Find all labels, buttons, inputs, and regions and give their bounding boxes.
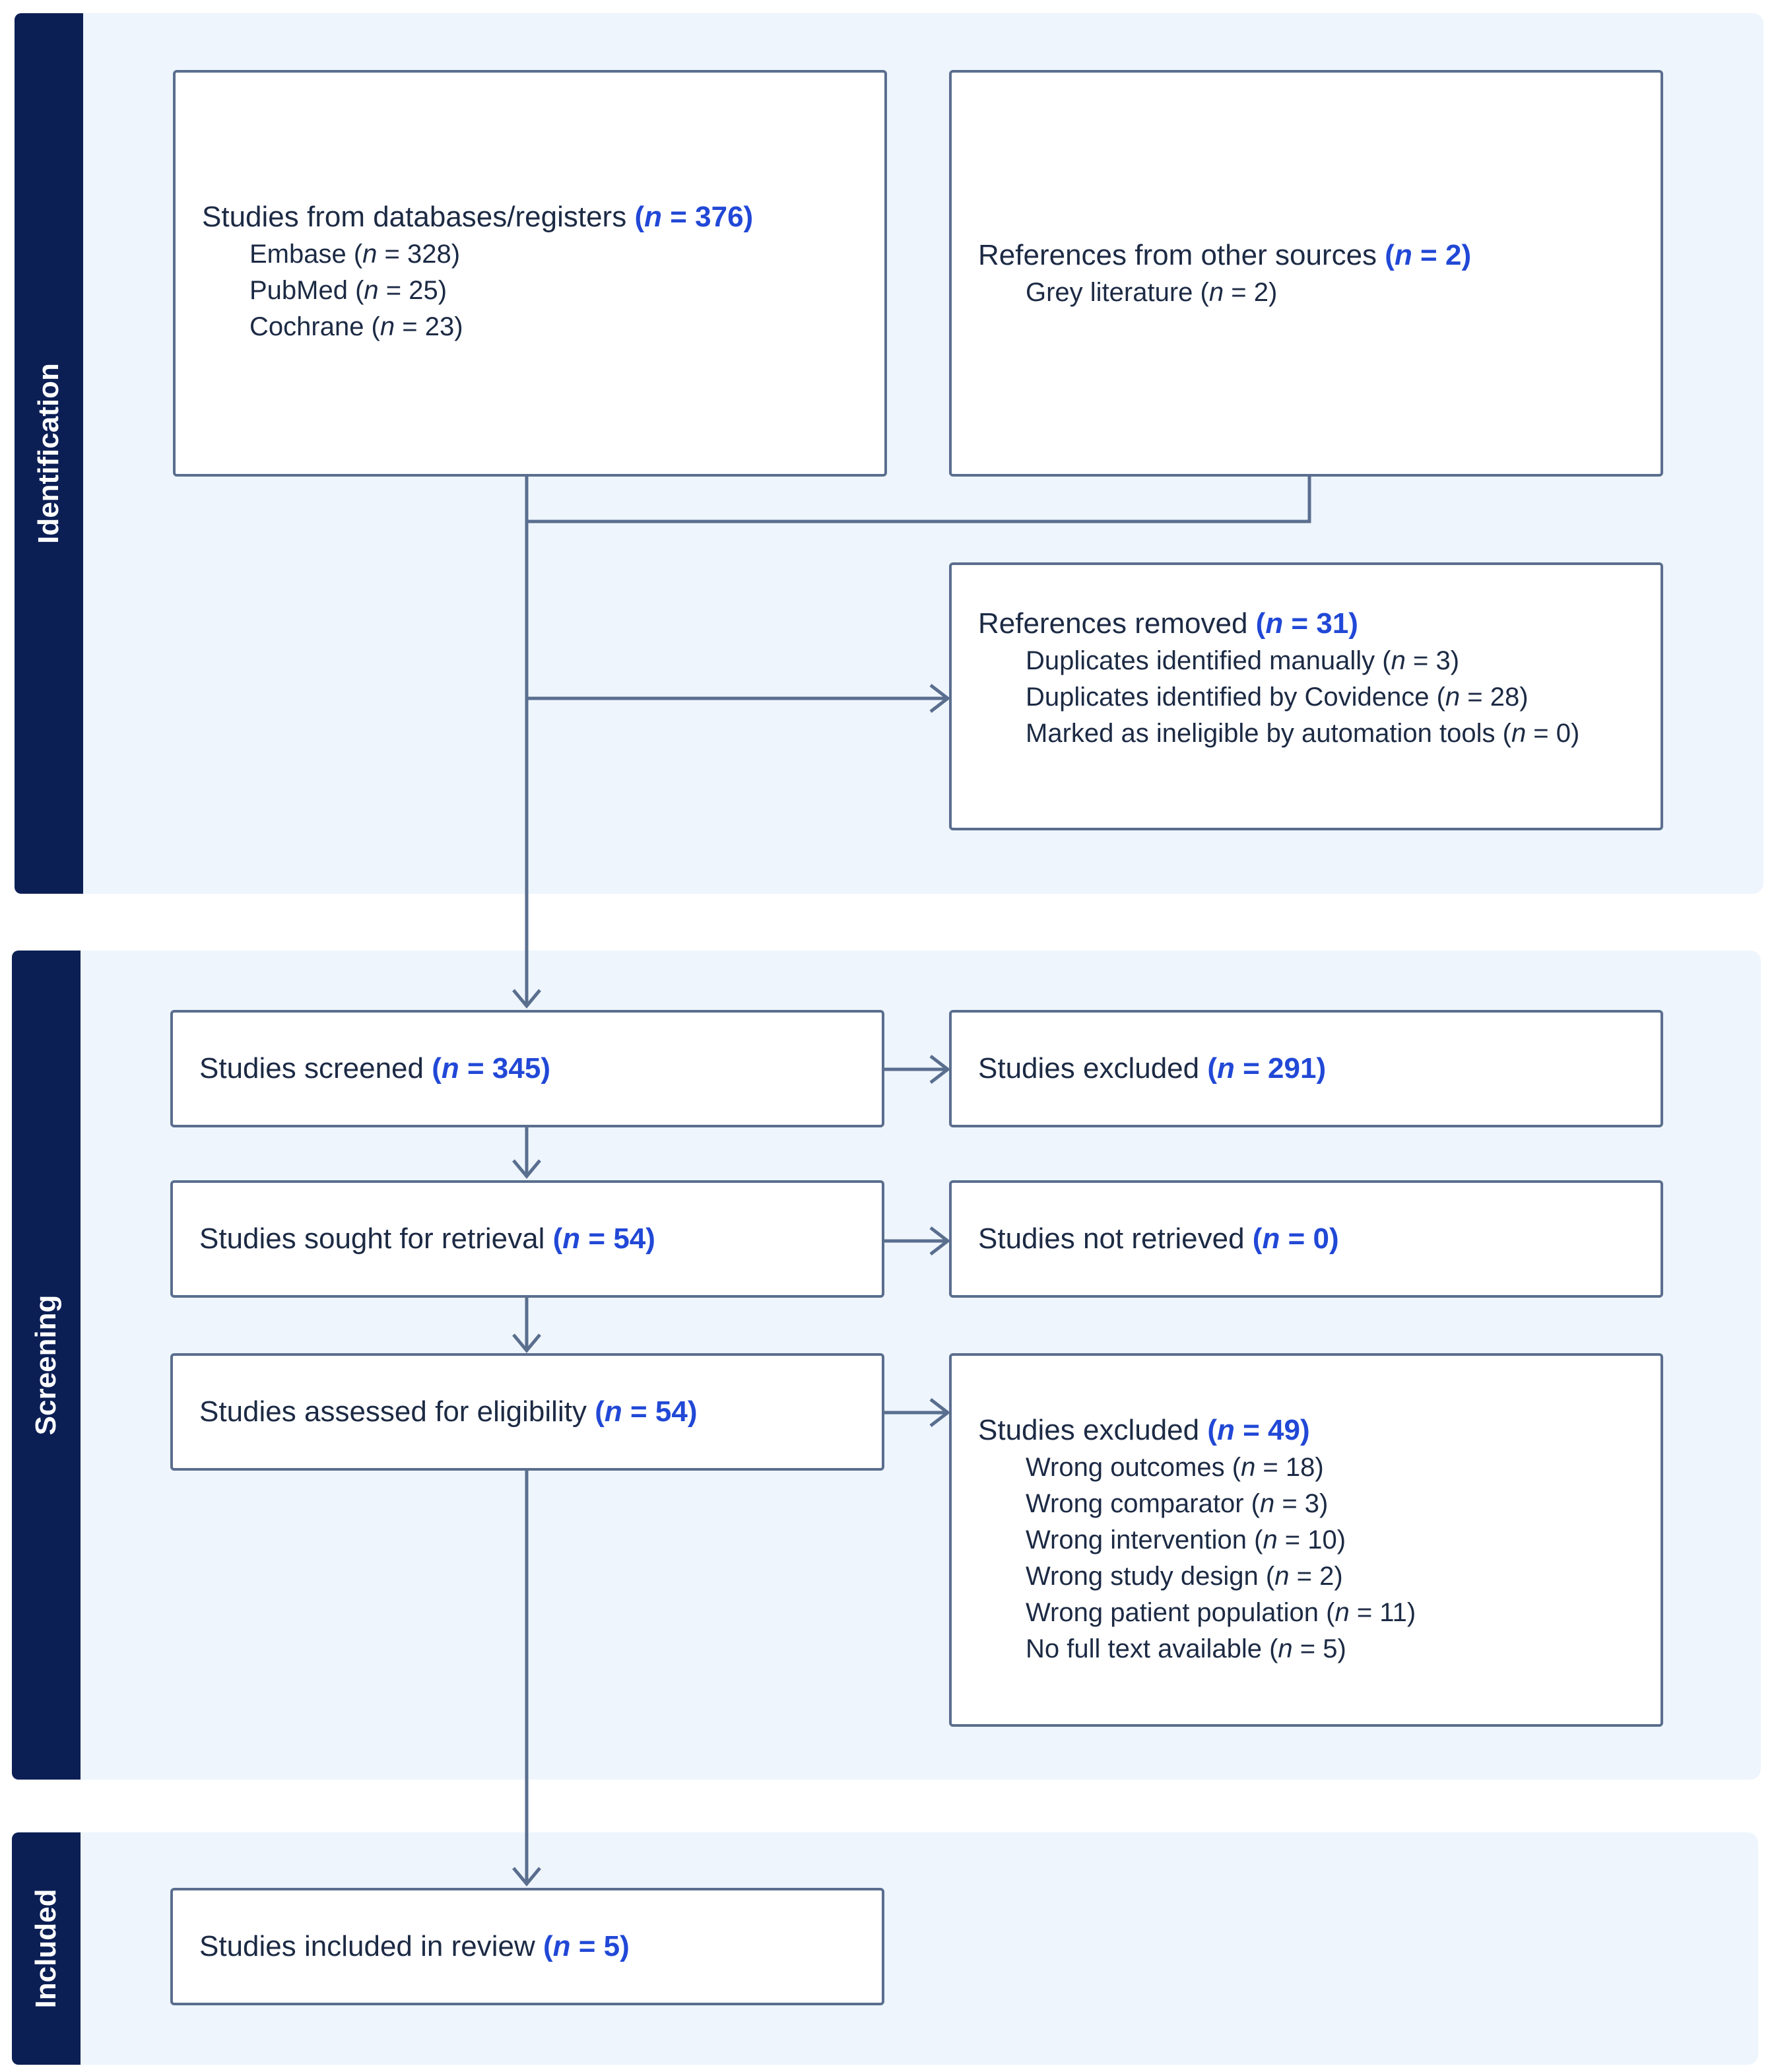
screen-excluded-count: (n = 291) (1207, 1052, 1327, 1085)
identification-band: Identification (15, 13, 83, 894)
databases-count: (n = 376) (634, 201, 754, 233)
other-sources-count: (n = 2) (1385, 239, 1472, 271)
screen-excluded-box: Studies excluded (n = 291) (949, 1010, 1663, 1127)
not-retrieved-box: Studies not retrieved (n = 0) (949, 1180, 1663, 1298)
elig-excluded-item: Wrong intervention (n = 10) (1026, 1525, 1346, 1554)
removed-count: (n = 31) (1255, 607, 1358, 640)
connector-other-sources-merge (527, 477, 1311, 523)
elig-excluded-item: No full text available (n = 5) (1026, 1634, 1346, 1663)
elig-excluded-item: Wrong outcomes (n = 18) (1026, 1453, 1324, 1482)
databases-item: PubMed (n = 25) (249, 276, 447, 305)
included-box: Studies included in review (n = 5) (170, 1888, 884, 2005)
sought-title: Studies sought for retrieval (n = 54) (199, 1222, 655, 1255)
other-sources-title: References from other sources (n = 2) (978, 239, 1472, 271)
screened-box: Studies screened (n = 345) (170, 1010, 884, 1127)
not-retrieved-title: Studies not retrieved (n = 0) (978, 1222, 1339, 1255)
assessed-title: Studies assessed for eligibility (n = 54… (199, 1395, 698, 1428)
included-count: (n = 5) (543, 1930, 630, 1962)
databases-item: Embase (n = 328) (249, 240, 461, 269)
included-title: Studies included in review (n = 5) (199, 1930, 630, 1962)
screened-title: Studies screened (n = 345) (199, 1052, 550, 1085)
not-retrieved-count: (n = 0) (1252, 1222, 1339, 1255)
elig-excluded-item: Wrong patient population (n = 11) (1026, 1598, 1416, 1627)
sought-count: (n = 54) (552, 1222, 655, 1255)
elig-excluded-item: Wrong comparator (n = 3) (1026, 1489, 1329, 1518)
removed-title: References removed (n = 31) (978, 607, 1358, 640)
databases-box: Studies from databases/registers (n = 37… (173, 70, 887, 477)
removed-item: Duplicates identified by Covidence (n = … (1026, 683, 1529, 712)
screened-count: (n = 345) (432, 1052, 550, 1085)
sought-box: Studies sought for retrieval (n = 54) (170, 1180, 884, 1298)
elig-excluded-item: Wrong study design (n = 2) (1026, 1562, 1343, 1591)
included-band: Included (12, 1832, 81, 2065)
databases-item: Cochrane (n = 23) (249, 312, 463, 341)
elig-excluded-box: Studies excluded (n = 49) Wrong outcomes… (949, 1353, 1663, 1727)
assessed-box: Studies assessed for eligibility (n = 54… (170, 1353, 884, 1471)
screen-excluded-title: Studies excluded (n = 291) (978, 1052, 1327, 1085)
screening-band: Screening (12, 951, 81, 1780)
removed-box: References removed (n = 31) Duplicates i… (949, 562, 1663, 830)
removed-item: Marked as ineligible by automation tools… (1026, 719, 1580, 748)
databases-title: Studies from databases/registers (n = 37… (202, 201, 754, 233)
assessed-count: (n = 54) (595, 1395, 698, 1428)
removed-item: Duplicates identified manually (n = 3) (1026, 646, 1460, 675)
other-sources-item: Grey literature (n = 2) (1026, 278, 1278, 307)
elig-excluded-title: Studies excluded (n = 49) (978, 1414, 1310, 1446)
elig-excluded-count: (n = 49) (1207, 1414, 1310, 1446)
other-sources-box: References from other sources (n = 2) Gr… (949, 70, 1663, 477)
